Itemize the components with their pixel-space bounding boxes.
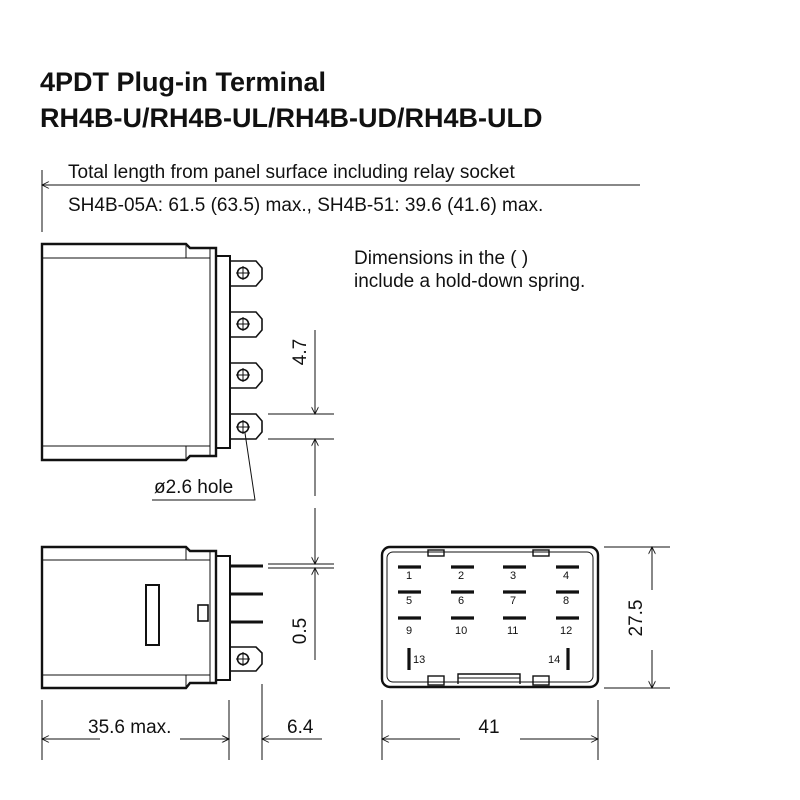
- terminal-number: 5: [406, 595, 412, 607]
- pitch-dimension: [268, 330, 334, 496]
- terminal-number: 1: [406, 570, 412, 582]
- diagram-title: 4PDT Plug-in Terminal: [40, 67, 327, 97]
- relay-bottom-side-view: [40, 545, 231, 690]
- side-terminals: [230, 260, 263, 440]
- bottom-blade-terminals: [230, 564, 263, 672]
- width-dimension: [382, 700, 598, 760]
- terminal-number: 11: [507, 625, 518, 637]
- total-length-label: Total length from panel surface includin…: [68, 162, 515, 183]
- terminal-pins: [398, 565, 579, 670]
- terminal-length-label: 6.4: [287, 717, 314, 738]
- terminal-number: 8: [563, 595, 569, 607]
- terminal-number: 9: [406, 625, 412, 637]
- total-length-note: Total length from panel surface includin…: [42, 162, 640, 232]
- width-label: 41: [478, 717, 499, 738]
- terminal-number: 14: [548, 654, 560, 666]
- terminal-number: 6: [458, 595, 464, 607]
- relay-side-view: [40, 242, 231, 462]
- terminal-number: 4: [563, 570, 569, 582]
- terminal-number: 2: [458, 570, 464, 582]
- parens-note-line2: include a hold-down spring.: [354, 271, 585, 292]
- relay-terminal-face: [380, 545, 600, 689]
- terminal-number: 13: [413, 654, 425, 666]
- hole-label: ø2.6 hole: [154, 477, 233, 498]
- height-dimension: [604, 547, 670, 688]
- pitch-label: 4.7: [290, 339, 311, 365]
- terminal-number: 12: [560, 625, 572, 637]
- parens-note-line1: Dimensions in the ( ): [354, 248, 528, 269]
- height-label: 27.5: [626, 600, 647, 637]
- terminal-number: 10: [455, 625, 467, 637]
- blade-thickness-dimension: [268, 508, 334, 660]
- length-dimensions: [42, 684, 322, 760]
- body-length-label: 35.6 max.: [88, 717, 171, 738]
- hole-callout: ø2.6 hole: [152, 432, 256, 501]
- blade-thickness-label: 0.5: [290, 618, 311, 644]
- diagram-subtitle: RH4B-U/RH4B-UL/RH4B-UD/RH4B-ULD: [40, 103, 543, 133]
- terminal-number: 7: [510, 595, 516, 607]
- socket-lengths-label: SH4B-05A: 61.5 (63.5) max., SH4B-51: 39.…: [68, 195, 543, 216]
- terminal-number-labels: 1 2 3 4 5 6 7 8 9 10 11 12 13 14: [406, 570, 572, 666]
- terminal-number: 3: [510, 570, 516, 582]
